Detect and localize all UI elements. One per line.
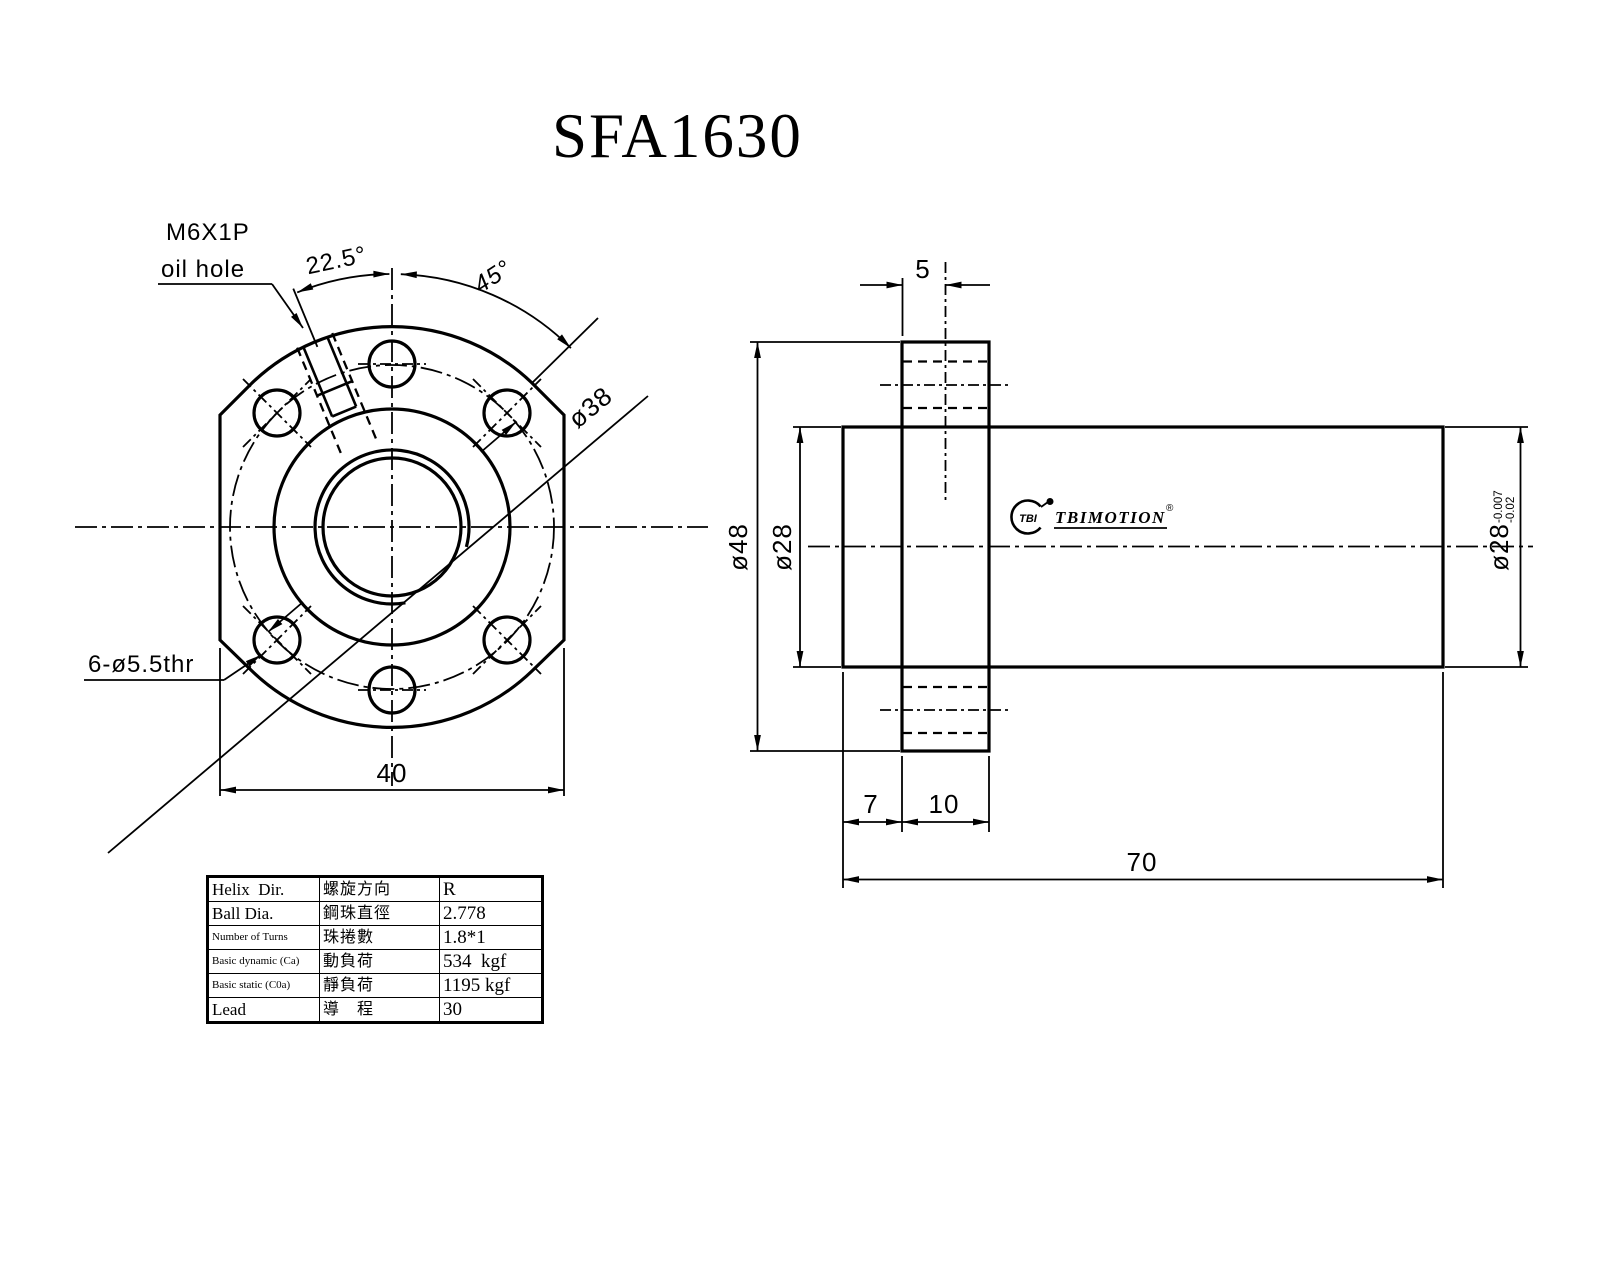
bolt-holes-leader — [223, 654, 262, 681]
logo-mark: TBI — [1019, 513, 1038, 525]
bolt-hole — [482, 615, 532, 665]
table-row: Number of Turns 珠捲數 1.8*1 — [207, 925, 543, 950]
angle-dim-45 — [400, 271, 572, 349]
nut-body — [841, 425, 1445, 669]
dim-d28-tol-lower: -0.02 — [1505, 497, 1517, 523]
spec-en: Basic static (C0a) — [207, 973, 320, 998]
dim-7-label: 7 — [863, 789, 878, 819]
spec-zh: 動負荷 — [319, 949, 440, 974]
logo-registered: ® — [1166, 503, 1174, 514]
spec-en: Helix Dir. — [207, 876, 320, 902]
bolt-circle — [229, 364, 555, 690]
logo-dot — [1046, 498, 1054, 505]
spec-zh: 靜負荷 — [319, 973, 440, 998]
spec-value: 1195 kgf — [439, 973, 543, 998]
bolt-hole — [482, 388, 532, 438]
spec-value: 1.8*1 — [439, 925, 543, 950]
spec-en: Number of Turns — [207, 925, 320, 950]
table-row: Basic static (C0a) 靜負荷 1195 kgf — [207, 973, 543, 998]
spec-en: Ball Dia. — [207, 901, 320, 926]
bolt-hole — [252, 388, 302, 438]
bolt-hole — [252, 615, 302, 665]
table-row: Helix Dir. 螺旋方向 R — [207, 876, 543, 902]
dim-40-label: 40 — [377, 758, 408, 788]
table-row: Lead 導 程 30 — [207, 997, 543, 1023]
bolt-circle-dia-label: ø38 — [562, 380, 618, 434]
bolt-holes-label: 6-ø5.5thr — [88, 651, 194, 678]
bolt-circle-dia-arrow — [480, 421, 517, 453]
dim-10-label: 10 — [929, 789, 960, 819]
drawing-title: SFA1630 — [552, 101, 803, 171]
angle-dim-22-5 — [296, 270, 390, 294]
dim-5-label: 5 — [915, 254, 930, 284]
oil-hole-leader — [271, 283, 304, 329]
spec-table: Helix Dir. 螺旋方向 R Ball Dia. 鋼珠直徑 2.778 N… — [206, 875, 544, 1024]
dim-d28-tol-label: ø28 — [1484, 523, 1514, 571]
spec-value: 2.778 — [439, 901, 543, 926]
angle-label-45: 45° — [469, 255, 517, 299]
logo-name: TBIMOTION — [1055, 508, 1166, 527]
spec-zh: 鋼珠直徑 — [319, 901, 440, 926]
body-circle — [272, 407, 512, 647]
dim-d28-label: ø28 — [767, 523, 797, 571]
side-view: 5 ø48 ø28 ø28 -0.007 -0.02 — [723, 254, 1533, 888]
radial-extension-line — [532, 317, 599, 383]
thread-circle — [313, 448, 471, 606]
dim-70-label: 70 — [1127, 847, 1158, 877]
dim-d48-label: ø48 — [723, 523, 753, 571]
brand-logo: TBI TBIMOTION ® — [1010, 498, 1174, 535]
logo-swoosh-icon — [1010, 499, 1042, 535]
spec-zh: 導 程 — [319, 997, 440, 1023]
bore-circle — [321, 456, 463, 598]
table-row: Ball Dia. 鋼珠直徑 2.778 — [207, 901, 543, 926]
bolt-circle-dia-leader — [107, 395, 649, 854]
oil-hole-label-line1: M6X1P — [166, 219, 250, 246]
spec-value: R — [439, 876, 543, 902]
oil-hole-label-line2: oil hole — [161, 256, 245, 283]
angle-label-22-5: 22.5° — [304, 241, 370, 280]
spec-value: 30 — [439, 997, 543, 1023]
front-view: 22.5° 45° M6X1P oil hole ø38 6-ø5.5thr — [75, 219, 708, 854]
table-row: Basic dynamic (Ca) 動負荷 534 kgf — [207, 949, 543, 974]
spec-en: Basic dynamic (Ca) — [207, 949, 320, 974]
spec-en: Lead — [207, 997, 320, 1023]
flange-outline — [218, 325, 566, 729]
dim-d28-tol-upper: -0.007 — [1493, 490, 1505, 523]
oil-hole-slot — [292, 288, 377, 454]
spec-zh: 螺旋方向 — [319, 876, 440, 902]
spec-zh: 珠捲數 — [319, 925, 440, 950]
spec-value: 534 kgf — [439, 949, 543, 974]
bolt-circle-dia-arrow — [267, 601, 304, 633]
